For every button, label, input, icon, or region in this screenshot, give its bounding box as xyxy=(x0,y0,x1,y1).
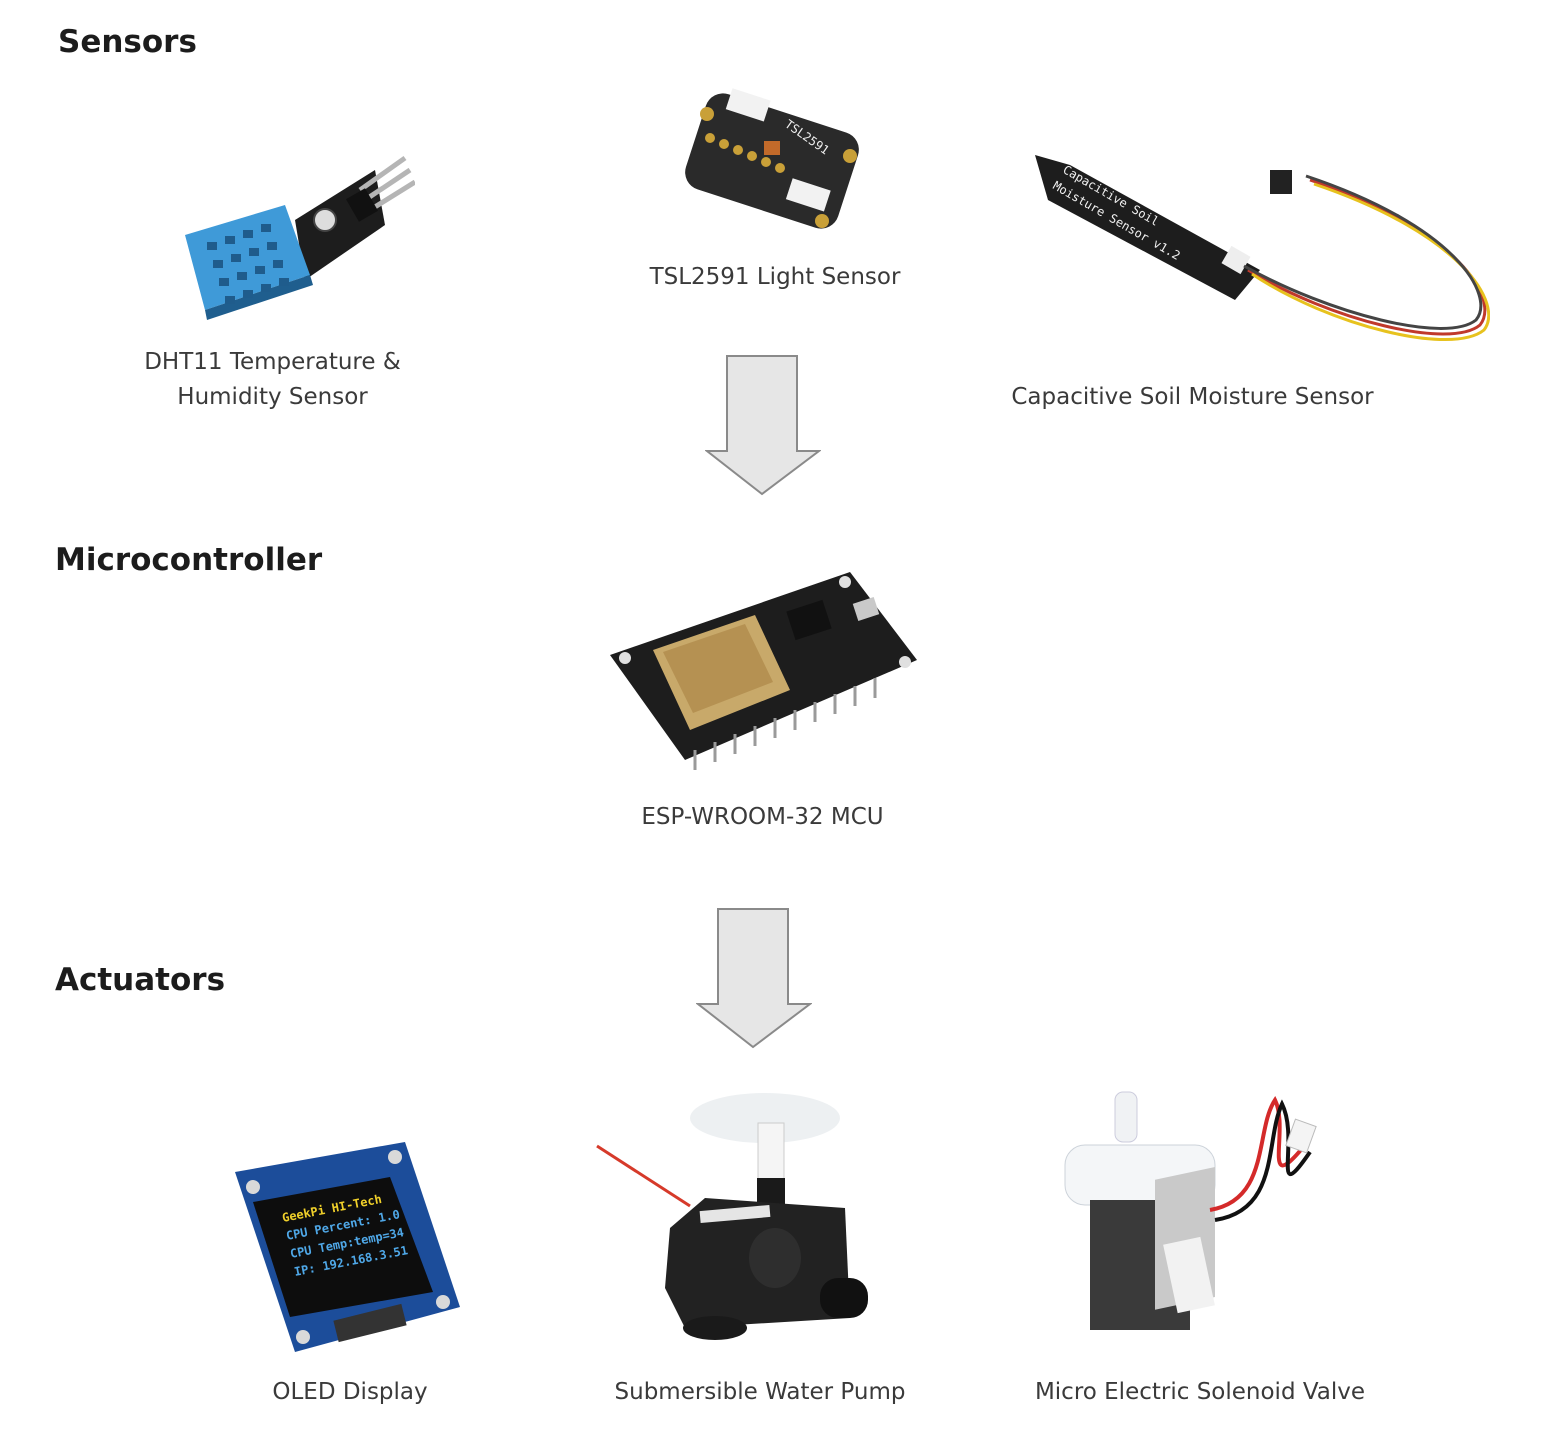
microcontroller-heading: Microcontroller xyxy=(55,542,323,578)
tsl2591-caption: TSL2591 Light Sensor xyxy=(649,264,901,290)
arrow-down-icon xyxy=(705,354,821,496)
oled-display-image: GeekPi HI-Tech CPU Percent: 1.0 CPU Temp… xyxy=(235,1142,465,1357)
esp32-caption: ESP-WROOM-32 MCU xyxy=(641,804,884,830)
solenoid-valve-image xyxy=(1060,1090,1320,1340)
soil-caption: Capacitive Soil Moisture Sensor xyxy=(1011,384,1374,410)
esp32-board-image xyxy=(605,570,920,775)
pump-caption: Submersible Water Pump xyxy=(614,1379,906,1405)
dht11-caption: DHT11 Temperature & Humidity Sensor xyxy=(144,349,401,410)
tsl2591-sensor-image: TSL2591 xyxy=(672,86,872,236)
dht11-sensor-image xyxy=(175,150,415,330)
oled-caption: OLED Display xyxy=(272,1379,428,1405)
water-pump-image xyxy=(595,1088,875,1350)
arrow-down-icon xyxy=(696,907,812,1049)
valve-caption: Micro Electric Solenoid Valve xyxy=(1034,1379,1366,1405)
soil-sensor-image: Capacitive Soil Moisture Sensor v1.2 xyxy=(1030,150,1490,360)
actuators-heading: Actuators xyxy=(55,962,226,998)
sensors-heading: Sensors xyxy=(58,24,197,60)
